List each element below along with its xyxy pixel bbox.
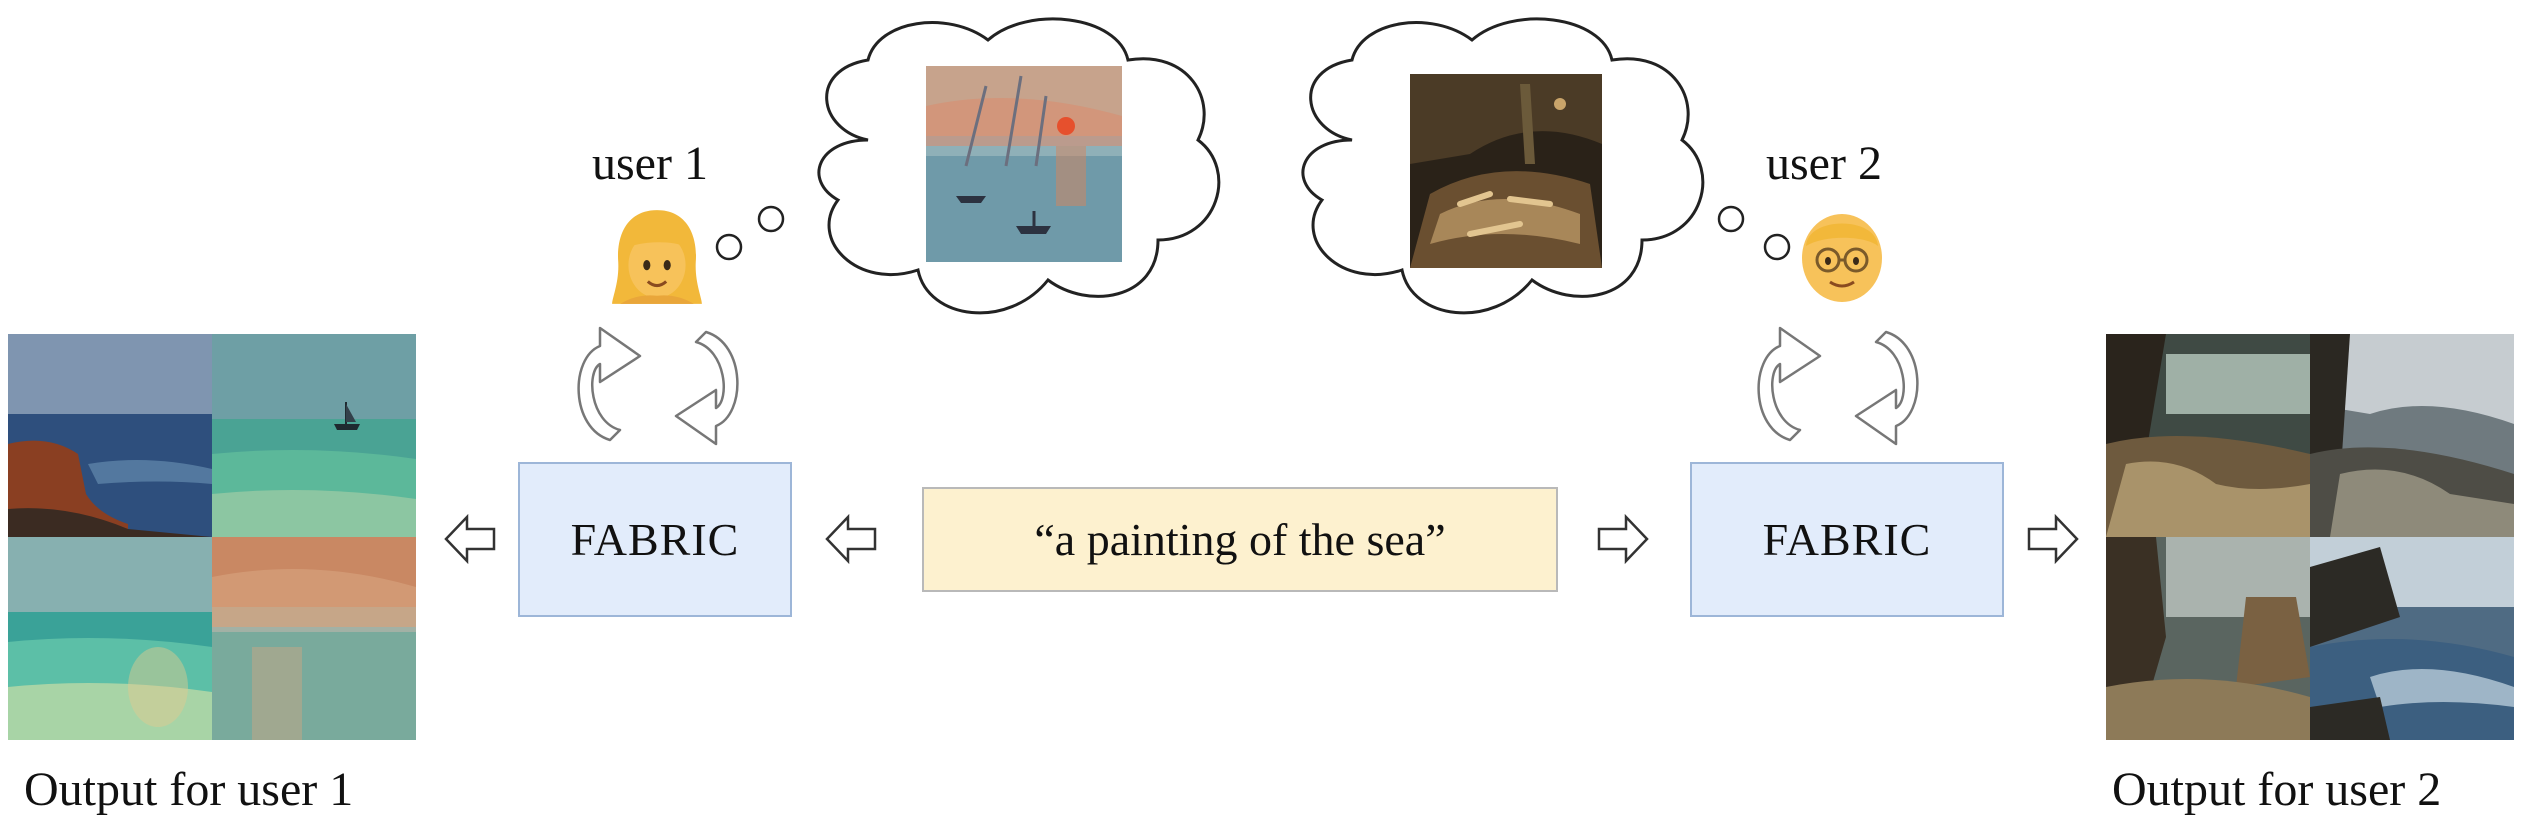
misty-sea-painting: [212, 537, 416, 740]
dark-raft-shipwreck: [1410, 74, 1602, 268]
arrow-right-icon: [1597, 513, 1649, 565]
blue-waves-rocks-painting: [2310, 537, 2514, 740]
thought-bubble-dot-icon: [715, 233, 743, 261]
thought-bubble-dot-icon: [1763, 233, 1791, 261]
user2-label: user 2: [1766, 137, 1882, 190]
arrow-left-icon: [825, 513, 877, 565]
impressionist-harbor-sunrise: [926, 66, 1122, 262]
fabric-box-user1: FABRIC: [518, 462, 792, 617]
fabric-box-user2: FABRIC: [1690, 462, 2004, 617]
arrow-left-icon: [444, 513, 496, 565]
user1-label: user 1: [592, 137, 708, 190]
cliff-storm-painting: [2106, 537, 2310, 740]
old-man-emoji-icon: [1802, 214, 1882, 302]
calm-sea-painting: [8, 537, 212, 740]
stormy-coast-painting: [2310, 334, 2514, 537]
refresh-cycle-icon: [577, 326, 739, 446]
user2-output-label: Output for user 2: [2112, 763, 2442, 816]
refresh-cycle-icon: [1757, 326, 1919, 446]
user1-output-grid: [8, 334, 416, 740]
sea-with-boat-painting: [212, 334, 416, 537]
woman-emoji-icon: [612, 210, 702, 304]
arrow-right-icon: [2027, 513, 2079, 565]
thought-bubble-dot-icon: [1717, 205, 1745, 233]
user2-output-grid: [2106, 334, 2514, 740]
user1-output-label: Output for user 1: [24, 763, 354, 816]
thought-bubble-dot-icon: [757, 205, 785, 233]
prompt-box: “a painting of the sea”: [922, 487, 1558, 592]
sea-cliff-painting: [8, 334, 212, 537]
dark-rocky-shore-painting: [2106, 334, 2310, 537]
